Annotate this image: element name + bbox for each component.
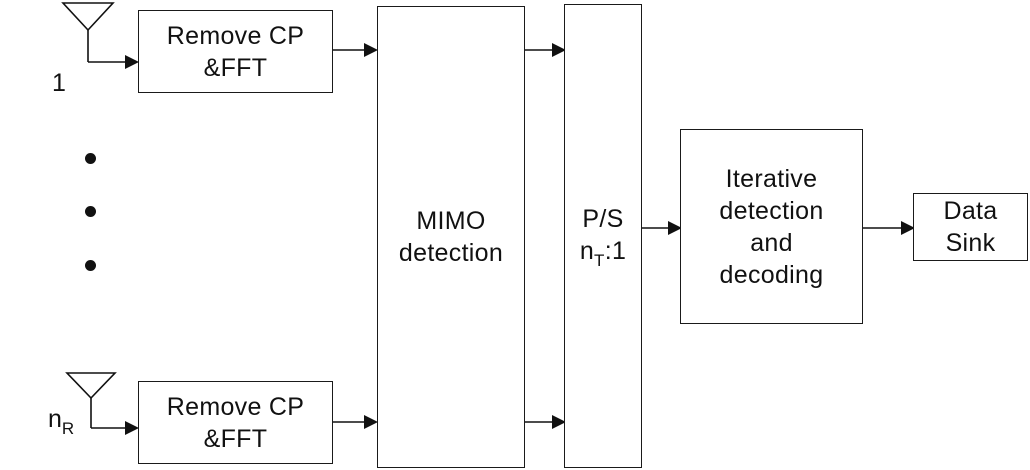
- remove-cp-fft-block-bottom: Remove CP&FFT: [138, 381, 333, 464]
- parallel-to-serial-block: P/S nT:1: [564, 4, 642, 468]
- antenna-nr-label: nR: [48, 405, 75, 438]
- antenna-icon-top: [61, 2, 115, 62]
- antenna-icon-bottom: [65, 372, 117, 428]
- remove-cp-fft-block-top: Remove CP&FFT: [138, 10, 333, 93]
- antenna-1-label: 1: [52, 69, 66, 97]
